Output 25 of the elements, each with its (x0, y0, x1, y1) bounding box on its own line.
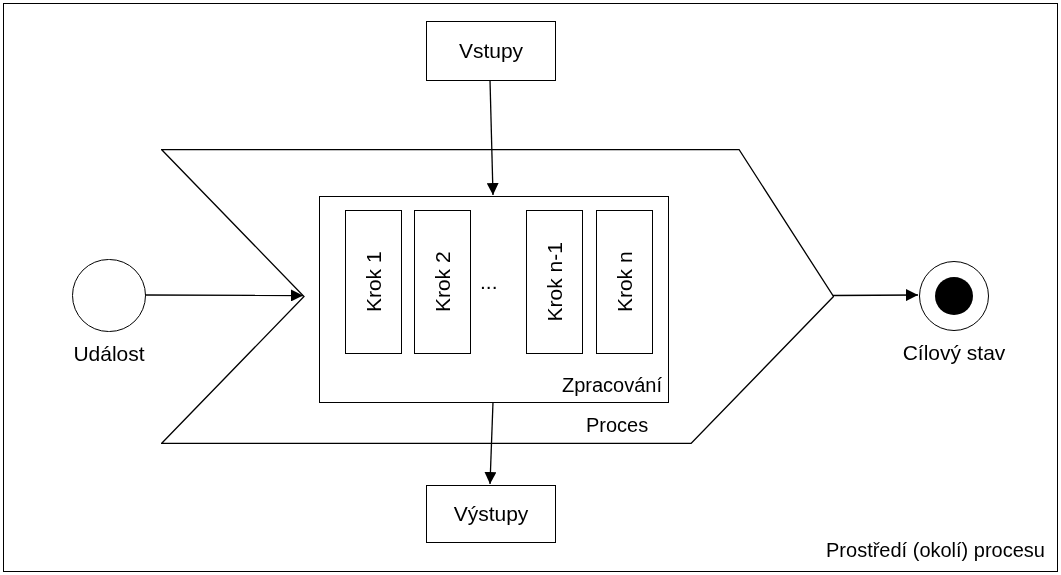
arrow (144, 289, 304, 302)
node-label: Krok 1 (360, 251, 386, 313)
node-label: Krok n-1 (541, 242, 567, 322)
arrow (484, 401, 497, 485)
node-label: Zpracování (561, 373, 662, 398)
environment-frame (3, 3, 1058, 572)
node-label: Výstupy (453, 501, 529, 528)
process-box (426, 485, 556, 543)
node-label: Prostředí (okolí) procesu (826, 538, 1045, 563)
node-label: Krok 2 (429, 251, 455, 313)
process-box (319, 196, 669, 403)
node-label: Krok n (611, 251, 637, 313)
step-box (596, 210, 653, 354)
node-label: Vstupy (458, 38, 524, 65)
step-box (414, 210, 471, 354)
arrow (486, 79, 499, 196)
node-label: Událost (73, 340, 145, 367)
node-label: Proces (586, 413, 649, 438)
chevron-shape (161, 149, 834, 444)
process-box (426, 21, 556, 81)
arrow (832, 289, 919, 302)
node-label: Cílový stav (902, 340, 1006, 366)
step-box (526, 210, 583, 354)
step-box (345, 210, 402, 354)
ellipsis-label: ... (480, 269, 498, 295)
